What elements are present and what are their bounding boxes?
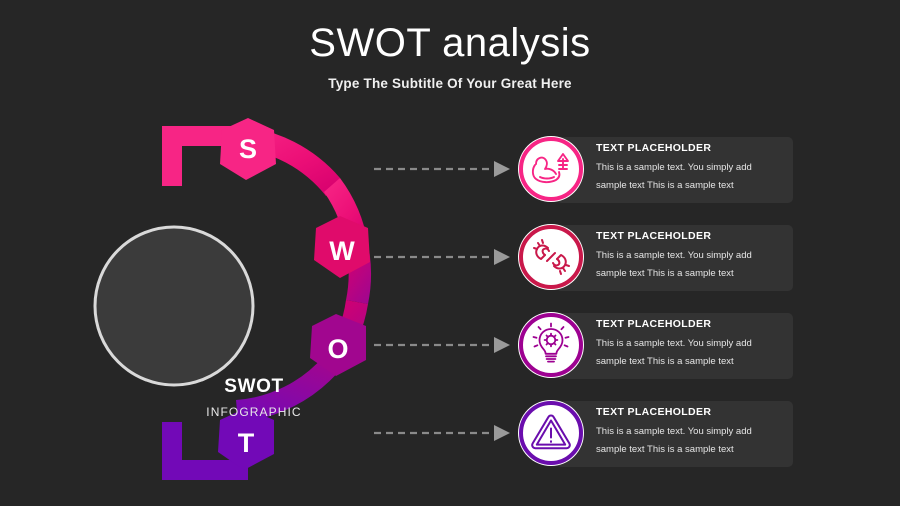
connector-arrowhead-2: [494, 249, 510, 265]
detail-body: This is a sample text. You simply add sa…: [596, 423, 781, 458]
detail-body-line-1: This is a sample text. You simply add: [596, 426, 752, 437]
detail-title: TEXT PLACEHOLDER: [596, 230, 712, 242]
detail-body: This is a sample text. You simply add sa…: [596, 159, 781, 194]
center-circle: [93, 225, 255, 387]
detail-body-line-1: This is a sample text. You simply add: [596, 338, 752, 349]
broken-chain-icon[interactable]: [518, 224, 584, 290]
arc-node-label-t: T: [238, 428, 255, 458]
detail-title: TEXT PLACEHOLDER: [596, 142, 712, 154]
detail-row-weaknesses[interactable]: TEXT PLACEHOLDER This is a sample text. …: [512, 220, 812, 308]
arc-node-s[interactable]: S: [220, 118, 276, 180]
detail-text: TEXT PLACEHOLDER This is a sample text. …: [596, 142, 781, 194]
arc-node-label-s: S: [239, 134, 257, 164]
page-subtitle: Type The Subtitle Of Your Great Here: [328, 76, 572, 91]
detail-body: This is a sample text. You simply add sa…: [596, 247, 781, 282]
detail-text: TEXT PLACEHOLDER This is a sample text. …: [596, 230, 781, 282]
detail-card: [556, 137, 793, 203]
detail-row-threats[interactable]: TEXT PLACEHOLDER This is a sample text. …: [512, 396, 812, 484]
detail-row-strengths[interactable]: TEXT PLACEHOLDER This is a sample text. …: [512, 132, 812, 220]
arc-node-t[interactable]: T: [218, 408, 274, 470]
swot-arc-diagram: S W O T SWOT INFOGRAPHIC: [78, 108, 408, 498]
detail-body-line-2: sample text This is a sample text: [596, 355, 734, 367]
strength-bicep-icon[interactable]: [518, 136, 584, 202]
detail-body-line-1: This is a sample text. You simply add: [596, 250, 752, 261]
arc-svg: S W O T: [93, 118, 372, 480]
detail-title: TEXT PLACEHOLDER: [596, 406, 712, 418]
detail-body-line-1: This is a sample text. You simply add: [596, 162, 752, 173]
slide-header: SWOT analysis Type The Subtitle Of Your …: [0, 22, 900, 91]
detail-card: [556, 313, 793, 379]
detail-card: [556, 225, 793, 291]
detail-card: [556, 401, 793, 467]
detail-body-line-2: sample text This is a sample text: [596, 179, 734, 191]
arc-node-label-w: W: [329, 236, 355, 266]
detail-body: This is a sample text. You simply add sa…: [596, 335, 781, 370]
arc-tail-bottom: [162, 422, 248, 480]
detail-body-line-2: sample text This is a sample text: [596, 443, 734, 455]
detail-title: TEXT PLACEHOLDER: [596, 318, 712, 330]
swot-detail-rows: TEXT PLACEHOLDER This is a sample text. …: [512, 132, 812, 484]
connector-arrowhead-1: [494, 161, 510, 177]
connector-arrowhead-4: [494, 425, 510, 441]
detail-text: TEXT PLACEHOLDER This is a sample text. …: [596, 318, 781, 370]
arc-node-o[interactable]: O: [310, 314, 366, 376]
arc-node-label-o: O: [327, 334, 348, 364]
warning-triangle-icon[interactable]: [518, 400, 584, 466]
detail-row-opportunities[interactable]: TEXT PLACEHOLDER This is a sample text. …: [512, 308, 812, 396]
arc-node-w[interactable]: W: [314, 216, 370, 278]
detail-body-line-2: sample text This is a sample text: [596, 267, 734, 279]
page-title: SWOT analysis: [309, 21, 591, 65]
lightbulb-gear-icon[interactable]: [518, 312, 584, 378]
arc-segment-lower: [236, 356, 340, 422]
detail-text: TEXT PLACEHOLDER This is a sample text. …: [596, 406, 781, 458]
connector-arrowhead-3: [494, 337, 510, 353]
